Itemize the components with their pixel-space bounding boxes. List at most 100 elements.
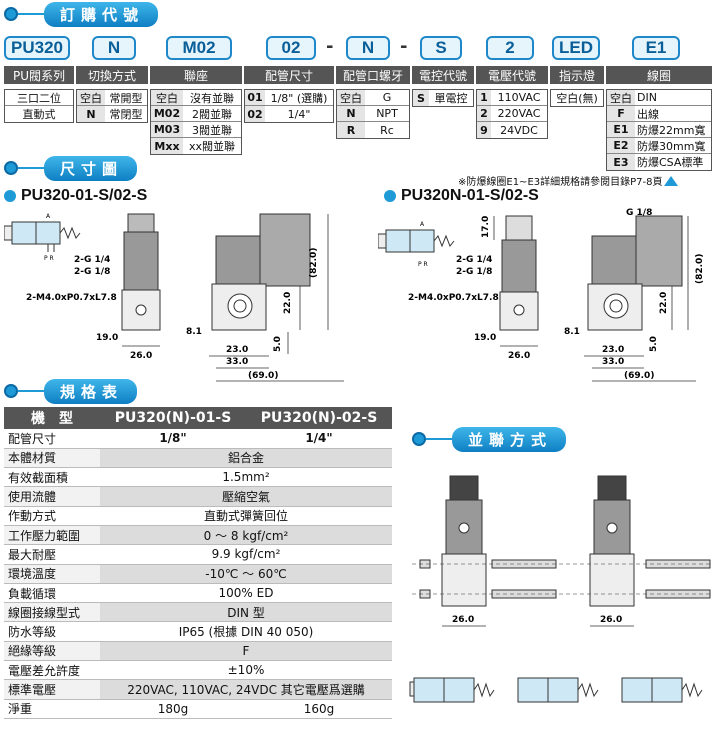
section-title: 尺寸圖 [44,155,138,181]
symbol-label-a: A [420,221,425,228]
dim-5: 5.0 [649,336,659,352]
spec-header-model: 機 型 [4,407,100,429]
mount-hole-label: 2-M4.0xP0.7xL7.8 [26,293,117,303]
symbol-label-pr: P R [44,255,54,262]
spec-label: 使用流體 [4,486,100,507]
option-text: 220VAC [497,107,541,120]
valve-symbol-icon [378,229,455,253]
spec-label: 配管尺寸 [4,429,100,449]
option-code: 空白 [607,90,635,105]
table-row: 環境溫度-10℃ ～ 60℃ [4,564,392,584]
code-separator: - [400,36,408,57]
option-code: E1 [607,122,635,137]
dim-23: 23.0 [226,345,248,355]
option-code: 02 [245,106,265,122]
code-series: PU320 [4,36,70,60]
option-text: 1/8" (選購) [270,91,328,105]
category-switch: 切換方式 [76,66,148,84]
drawing-title-left: PU320-01-S/02-S [4,187,147,205]
dim-26: 26.0 [130,351,152,361]
spec-label: 有效截面積 [4,467,100,488]
code-control: S [420,36,462,60]
option-text: NPT [376,107,398,120]
category-manifold: 聯座 [150,66,242,84]
spec-header-row: 機 型 PU320(N)-01-S PU320(N)-02-S [4,407,392,429]
option-code: N [77,106,105,122]
note-text: ※防爆線圈E1~E3詳細規格請參閱目錄P7-8頁 [458,177,663,188]
option-text: 出線 [637,107,659,121]
spec-value: 9.9 kgf/cm² [100,544,392,565]
dim-82: (82.0) [695,254,705,284]
spec-value: 壓縮空氣 [100,486,392,507]
bullet-icon [384,190,396,202]
spec-value: -10℃ ～ 60℃ [100,564,392,584]
section-header-order: 訂購代號 [4,1,159,27]
dim-22: 22.0 [283,292,293,314]
spec-value: 直動式彈簧回位 [100,506,392,526]
manifold-dim-right: 26.0 [600,615,622,625]
option-code: Mxx [151,138,183,154]
spec-value: DIN 型 [100,602,392,623]
dim-8-1: 8.1 [564,327,580,337]
spec-label: 絕緣等級 [4,641,100,662]
spec-value: 1/4" [246,429,392,449]
spec-value: 1.5mm² [100,467,392,488]
option-code: 空白 [151,90,183,105]
section-title: 訂購代號 [44,1,159,27]
option-code: E2 [607,138,635,153]
spec-label: 防水等級 [4,621,100,642]
section-bullet-icon [4,7,18,21]
option-code: S [413,90,429,106]
option-code: 空白 [337,90,365,105]
drawing-title-text: PU320-01-S/02-S [21,187,148,204]
spec-label: 最大耐壓 [4,544,100,565]
dim-17: 17.0 [481,216,491,238]
drawing-title-text: PU320N-01-S/02-S [401,187,539,204]
category-control: 電控代號 [412,66,474,84]
spec-label: 本體材質 [4,448,100,469]
option-code: 1 [477,90,491,105]
dim-26: 26.0 [508,351,530,361]
spec-header-02: PU320(N)-02-S [246,407,392,429]
option-text: 1/4" [287,107,311,121]
spec-label: 作動方式 [4,506,100,526]
dim-33: 33.0 [226,357,248,367]
category-port: 配管尺寸 [244,66,334,84]
spec-label: 環境溫度 [4,564,100,584]
option-code: M03 [151,122,183,137]
spec-header-01: PU320(N)-01-S [100,407,246,429]
code-coil: E1 [632,36,680,60]
option-text: 110VAC [497,91,541,104]
manifold-drawing: 26.0 26.0 [409,475,711,703]
spec-value: 1/8" [100,429,246,449]
dim-23: 23.0 [602,345,624,355]
spec-value: 100% ED [100,583,392,604]
port-label-1: 2-G 1/4 [456,255,492,265]
options-led: 空白(無) [550,89,604,107]
valve-front-view [211,213,311,331]
spec-value: 160g [246,699,392,719]
option-text: 24VDC [500,123,538,137]
option-code: 2 [477,106,491,121]
table-row: 使用流體壓縮空氣 [4,486,392,507]
spec-value: 鋁合金 [100,448,392,469]
section-header-dimensions: 尺寸圖 [4,155,138,181]
code-led: LED [552,36,600,60]
manifold-valve-left [441,475,487,607]
code-thread: N [346,36,390,60]
section-header-specs: 規格表 [4,378,138,404]
explosion-proof-note: ※防爆線圈E1~E3詳細規格請參閱目錄P7-8頁 [458,173,679,188]
code-voltage: 2 [486,36,534,60]
